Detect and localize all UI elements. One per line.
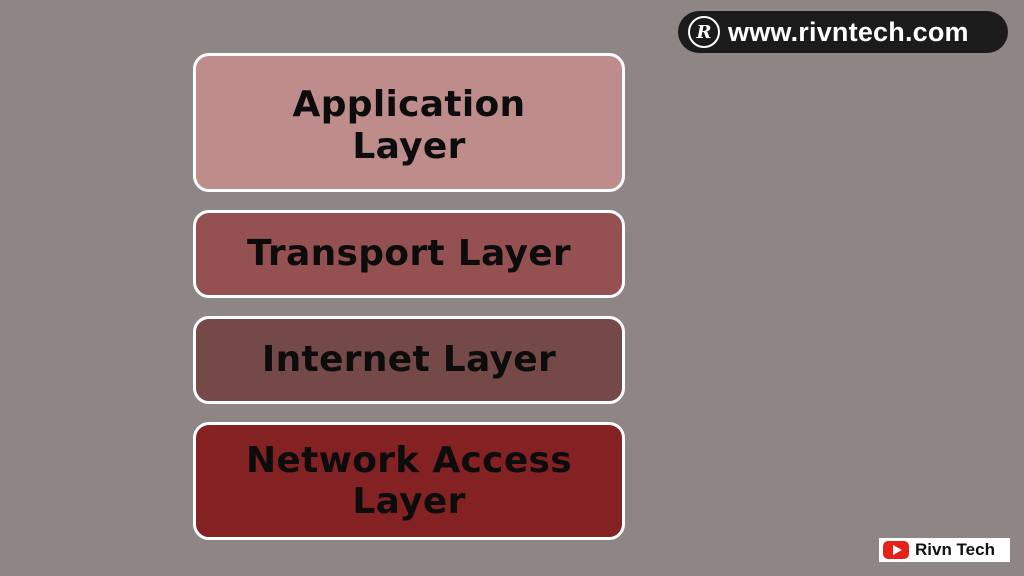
rivntech-logo-icon: R — [688, 16, 720, 48]
channel-name: Rivn Tech — [915, 540, 995, 559]
internet-layer-box: Internet Layer — [193, 316, 625, 404]
brand-banner: R www.rivntech.com — [678, 11, 1008, 53]
application-layer-box: Application Layer — [193, 53, 625, 192]
layer-label: Transport Layer — [247, 233, 571, 275]
youtube-icon — [883, 541, 909, 559]
network-access-layer-box: Network Access Layer — [193, 422, 625, 540]
website-url: www.rivntech.com — [728, 16, 969, 47]
channel-badge: Rivn Tech — [879, 538, 1010, 562]
layer-label: Network Access Layer — [246, 439, 572, 522]
layer-label: Application Layer — [292, 84, 526, 167]
transport-layer-box: Transport Layer — [193, 210, 625, 298]
layer-label: Internet Layer — [261, 339, 557, 381]
